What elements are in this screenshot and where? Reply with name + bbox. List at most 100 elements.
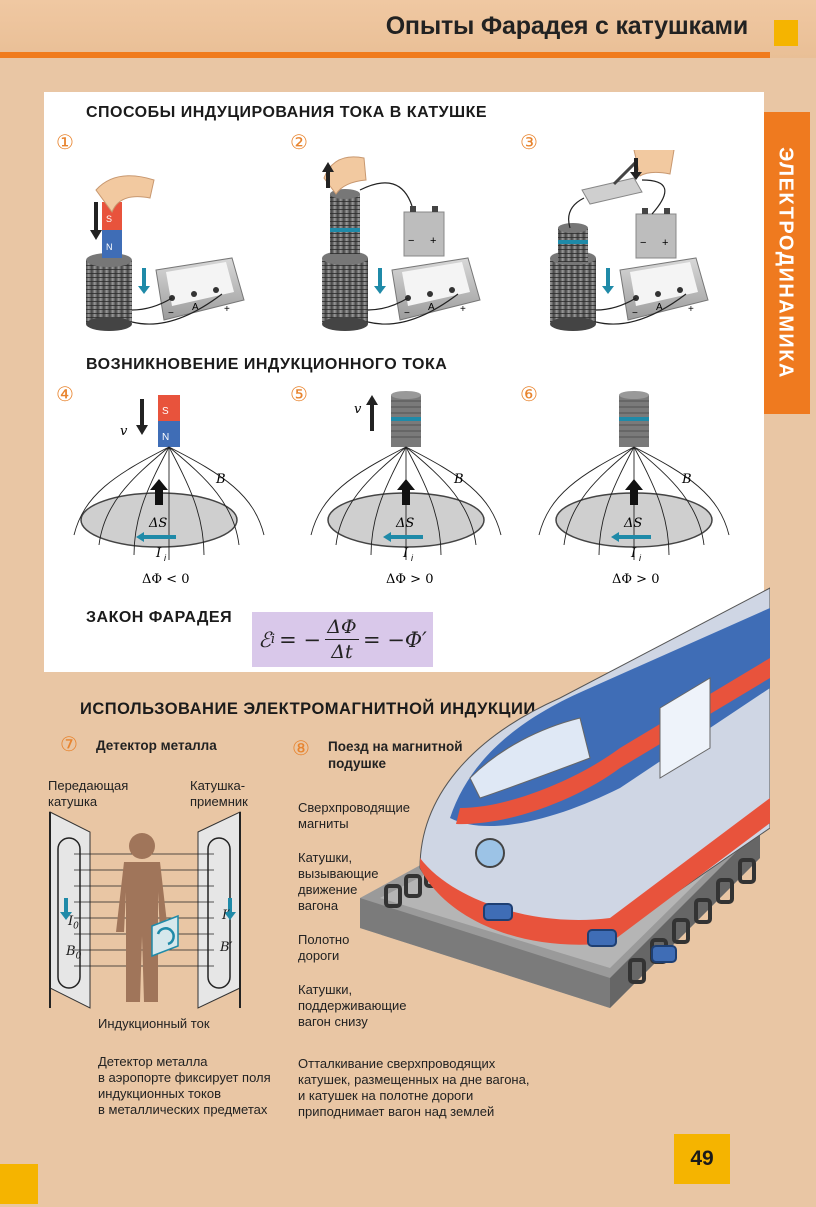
page-title: Опыты Фарадея с катушками <box>385 12 749 40</box>
footer-marker <box>0 1164 38 1204</box>
meter-a-2: A <box>428 302 435 313</box>
train-caption: Отталкивание сверхпроводящих катушек, ра… <box>298 1056 530 1119</box>
current-arrow-2 <box>374 268 386 294</box>
emf-symbol: ℰ <box>258 627 271 652</box>
experiments-panel <box>44 92 764 672</box>
maglev-train-illustration <box>360 587 770 1008</box>
field-label-4: B <box>215 472 226 487</box>
motion-coils-label: Катушки, вызывающие движение вагона <box>298 850 379 913</box>
figure-number-7: ⑦ <box>60 732 78 756</box>
b0-label: B0 <box>66 944 82 962</box>
meter-2 <box>391 257 481 321</box>
formula-denominator: Δt <box>331 641 353 663</box>
iprime-label: I′ <box>222 908 231 923</box>
battery-3 <box>635 208 677 259</box>
train-body <box>419 587 770 945</box>
coil-2-outer <box>322 251 368 331</box>
train-magnets <box>483 903 677 963</box>
header-bar <box>0 0 816 58</box>
magnet-s-label-4: S <box>162 406 169 417</box>
chapter-tab: ЭЛЕКТРОДИНАМИКА <box>760 112 810 414</box>
figure-number-3: ③ <box>520 130 538 154</box>
current-arrow-3 <box>602 268 614 294</box>
receive-coil-label: Катушка- приемник <box>190 778 248 809</box>
flux-diagram-4 <box>73 395 265 560</box>
figure-number-1: ① <box>56 130 74 154</box>
magnet-s-label-1: S <box>106 214 112 224</box>
velocity-label-4: v <box>120 424 128 439</box>
section-title-usage: ИСПОЛЬЗОВАНИЕ ЭЛЕКТРОМАГНИТНОЙ ИНДУКЦИИ <box>80 700 536 718</box>
figure-number-8: ⑧ <box>292 736 310 760</box>
transmit-coil-label: Передающая катушка <box>48 778 129 809</box>
field-label-6: B <box>681 472 692 487</box>
flux-diagram-6 <box>538 391 730 560</box>
meter-1 <box>155 257 245 321</box>
battery-plus-3: + <box>662 237 668 249</box>
arrow-down-1 <box>90 202 102 240</box>
figure-number-5: ⑤ <box>290 382 308 406</box>
emf-sub: i <box>270 632 276 647</box>
header-underline <box>0 52 770 58</box>
meter-minus-1: − <box>168 308 174 319</box>
velocity-label-5: v <box>354 402 362 417</box>
coil-1 <box>86 253 132 331</box>
delta-flux-5: ΔΦ > 0 <box>386 572 433 587</box>
meter-plus-2: + <box>460 304 466 315</box>
metal-detector-illustration <box>49 811 241 1009</box>
coil-2-inner <box>330 189 360 254</box>
meter-plus-1: + <box>224 304 230 315</box>
wire-2 <box>359 182 459 325</box>
induction-current-label: Индукционный ток <box>98 1016 210 1031</box>
figure-number-4: ④ <box>56 382 74 406</box>
magnet-n-label-4: N <box>162 432 169 443</box>
area-label-4: ΔS <box>148 516 167 531</box>
detector-caption: Детектор металла в аэропорте фиксирует п… <box>98 1054 271 1117</box>
arrow-down-3 <box>630 158 642 180</box>
superconducting-label: Сверхпроводящие магниты <box>298 800 410 831</box>
delta-flux-4: ΔΦ < 0 <box>142 572 189 587</box>
coil-3-inner <box>558 223 588 262</box>
i0-label: I0 <box>68 914 79 932</box>
current-sub-6: i <box>639 553 642 563</box>
section-title-ways: СПОСОБЫ ИНДУЦИРОВАНИЯ ТОКА В КАТУШКЕ <box>86 104 488 121</box>
battery-plus-2: + <box>430 235 436 247</box>
magnet-n-label-1: N <box>106 242 113 252</box>
induction-methods-illustration: S N − A + − + − A + <box>86 150 709 331</box>
wire-1 <box>131 293 223 325</box>
person-silhouette <box>116 833 168 1002</box>
hand-2 <box>323 156 367 195</box>
battery-minus-2: − <box>408 235 414 247</box>
flux-diagram-5 <box>310 391 502 560</box>
figure-number-6: ⑥ <box>520 382 538 406</box>
figure-number-2: ② <box>290 130 308 154</box>
meter-a-3: A <box>656 302 663 313</box>
battery-2 <box>403 206 445 257</box>
hand-3 <box>633 150 675 177</box>
meter-a-1: A <box>192 302 199 313</box>
receive-coil-panel <box>197 811 241 1009</box>
meter-minus-2: − <box>404 308 410 319</box>
meter-minus-3: − <box>632 308 638 319</box>
transmit-coil-panel <box>49 811 91 1009</box>
coil-3-outer <box>550 251 596 331</box>
current-label-6: I <box>630 546 637 561</box>
delta-flux-6: ΔΦ > 0 <box>612 572 659 587</box>
current-label-5: I <box>402 546 409 561</box>
hand-1 <box>95 175 155 214</box>
detector-title: Детектор металла <box>96 738 217 753</box>
train-title: Поезд на магнитной подушке <box>328 739 463 771</box>
formula-eq1: = − <box>279 627 321 652</box>
bprime-label: B′ <box>220 940 233 955</box>
track-label: Полотно дороги <box>298 932 350 963</box>
meter-plus-3: + <box>688 304 694 315</box>
area-label-6: ΔS <box>623 516 642 531</box>
formula-fraction: ΔΦ Δt <box>324 616 359 663</box>
support-coils-label: Катушки, поддерживающие вагон снизу <box>298 982 407 1029</box>
area-label-5: ΔS <box>395 516 414 531</box>
battery-minus-3: − <box>640 237 646 249</box>
current-label-4: I <box>155 546 162 561</box>
formula-eq2: = −Φ′ <box>362 627 427 652</box>
flux-diagrams: S N v B ΔS I i ΔΦ < 0 v B ΔS I i Δ <box>73 391 730 587</box>
wire-3 <box>568 179 687 325</box>
